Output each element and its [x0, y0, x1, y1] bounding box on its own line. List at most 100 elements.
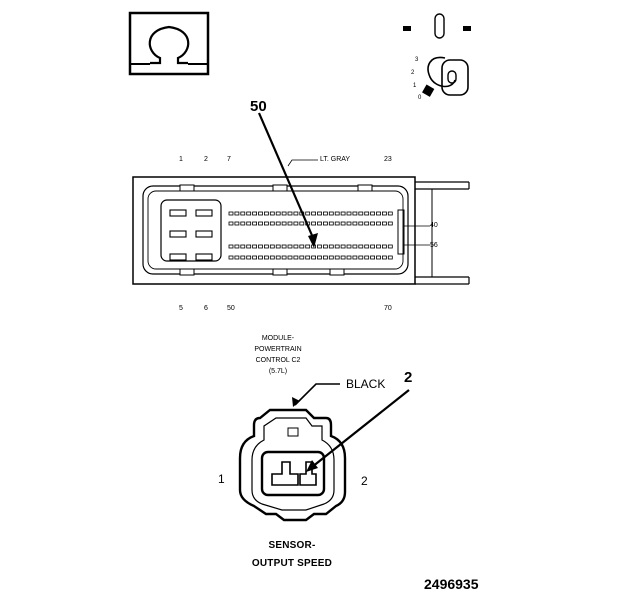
small-pin: [358, 244, 364, 249]
small-pin: [346, 255, 352, 260]
pin-label-2: 2: [204, 156, 208, 163]
small-pin: [269, 244, 275, 249]
small-pin: [376, 255, 381, 260]
small-pin: [287, 255, 293, 260]
small-pin: [275, 244, 281, 249]
small-pin: [258, 221, 263, 226]
small-pin: [269, 211, 275, 216]
small-pin: [263, 244, 269, 249]
sensor-caption-line-2: OUTPUT SPEED: [251, 558, 333, 569]
pin-label-56: 56: [430, 242, 438, 249]
large-pin: [195, 209, 213, 217]
small-pin: [358, 211, 364, 216]
small-pin: [281, 211, 287, 216]
small-pin: [311, 255, 317, 260]
pin-label-23: 23: [384, 156, 392, 163]
small-pin: [387, 221, 393, 226]
small-pin: [358, 221, 364, 226]
module-label-line-2: POWERTRAIN: [254, 346, 302, 353]
small-pin: [317, 221, 322, 226]
small-pin: [234, 255, 240, 260]
large-pin: [169, 253, 187, 261]
ignition-key-icon: [403, 13, 471, 97]
small-pin: [334, 211, 340, 216]
small-pin: [340, 221, 346, 226]
small-pin: [387, 255, 393, 260]
sensor-pin-label-2: 2: [361, 474, 368, 488]
small-pin: [228, 211, 234, 216]
small-pin: [258, 211, 263, 216]
large-pin: [169, 209, 187, 217]
ohmmeter-symbol-icon: [128, 11, 210, 76]
small-pin: [346, 211, 352, 216]
small-pin: [263, 211, 269, 216]
small-pin: [293, 244, 299, 249]
large-pin: [195, 230, 213, 238]
small-pin: [287, 211, 293, 216]
small-pin: [299, 244, 305, 249]
small-pin: [252, 221, 258, 226]
pin-label-6: 6: [204, 305, 208, 312]
pin-label-50: 50: [227, 305, 235, 312]
small-pin: [317, 211, 322, 216]
sensor-caption-line-1: SENSOR-: [268, 540, 316, 551]
small-pin: [334, 255, 340, 260]
small-pin: [240, 255, 246, 260]
small-pin: [328, 255, 334, 260]
small-pin: [228, 244, 234, 249]
small-pin: [275, 255, 281, 260]
small-pin: [370, 211, 376, 216]
small-pin: [381, 221, 387, 226]
small-pin: [376, 244, 381, 249]
small-pin: [328, 211, 334, 216]
small-pin: [275, 221, 281, 226]
pin-label-5: 5: [179, 305, 183, 312]
small-pin: [322, 211, 328, 216]
small-pin: [258, 244, 263, 249]
small-pin: [299, 255, 305, 260]
small-pin: [246, 211, 252, 216]
small-pin: [317, 244, 322, 249]
small-pin: [352, 211, 358, 216]
small-pin: [287, 244, 293, 249]
small-pin: [370, 255, 376, 260]
small-pin: [376, 211, 381, 216]
small-pin: [381, 211, 387, 216]
small-pin: [387, 211, 393, 216]
small-pin: [240, 221, 246, 226]
sensor-callout-pin-label: 2: [404, 369, 413, 386]
module-label-line-3: CONTROL C2: [255, 357, 301, 364]
small-pin: [252, 211, 258, 216]
small-pin: [340, 211, 346, 216]
small-pin: [252, 255, 258, 260]
small-pin: [364, 255, 370, 260]
small-pin: [322, 255, 328, 260]
small-pin: [328, 221, 334, 226]
small-pin: [287, 221, 293, 226]
small-pin: [299, 221, 305, 226]
small-pin: [275, 211, 281, 216]
small-pin: [281, 221, 287, 226]
small-pin: [234, 211, 240, 216]
small-pin: [346, 244, 352, 249]
wire-color-label: LT. GRAY: [320, 156, 351, 163]
small-pin: [305, 255, 311, 260]
key-position-0: 0: [418, 95, 422, 101]
pcm-connector: [132, 176, 470, 285]
black-wire-leader-tip: [292, 397, 300, 407]
small-pin: [352, 255, 358, 260]
small-pin: [269, 221, 275, 226]
small-pin: [370, 221, 376, 226]
small-pin: [258, 255, 263, 260]
small-pin: [293, 211, 299, 216]
small-pin: [322, 221, 328, 226]
sensor-wire-color-label: BLACK: [346, 377, 386, 391]
small-pin: [364, 244, 370, 249]
small-pin: [240, 244, 246, 249]
small-pin: [352, 244, 358, 249]
small-pin: [387, 244, 393, 249]
small-pin: [246, 255, 252, 260]
small-pin: [381, 255, 387, 260]
small-pin: [246, 244, 252, 249]
black-wire-leader: [294, 383, 340, 406]
